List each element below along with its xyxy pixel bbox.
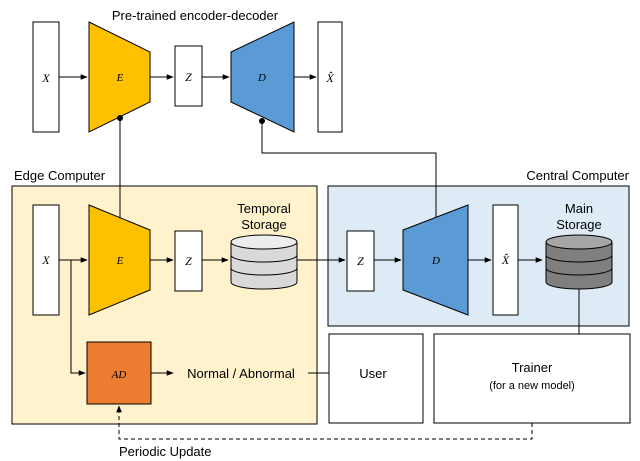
central-decoder-label: D	[431, 255, 440, 267]
central-computer-label: Central Computer	[526, 168, 629, 183]
top-output-xhat: X̂	[317, 21, 343, 133]
top-encoder: E	[88, 21, 151, 133]
temporal-storage-label-2: Storage	[241, 217, 287, 232]
top-encoder-shape	[88, 21, 151, 133]
trainer-sublabel: (for a new model)	[489, 380, 575, 392]
user-label: User	[359, 366, 387, 381]
normal-abnormal-label: Normal / Abnormal	[187, 366, 295, 381]
central-output-xhat-label: X̂	[501, 253, 510, 267]
trainer-label: Trainer	[512, 360, 553, 375]
top-decoder-label: D	[257, 72, 266, 84]
periodic-update-label: Periodic Update	[119, 444, 212, 459]
trainer-box	[433, 333, 631, 424]
periodic-update-arrow	[116, 405, 533, 440]
top-decoder-shape	[230, 21, 295, 133]
top-encoder-label: E	[116, 72, 124, 84]
temporal-storage-label-1: Temporal	[237, 201, 291, 216]
top-latent-z: Z	[174, 45, 203, 107]
central-output-xhat: X̂	[492, 204, 519, 316]
temporal-storage-icon	[230, 234, 298, 290]
main-storage-icon	[545, 234, 613, 290]
central-decoder-shape	[402, 204, 469, 316]
link-dot-top-encoder	[117, 115, 123, 121]
top-latent-z-label: Z	[185, 70, 192, 84]
top-input-x: X	[32, 21, 60, 133]
edge-encoder-shape	[88, 204, 151, 316]
user-box	[328, 333, 424, 424]
edge-computer-region	[11, 185, 318, 425]
main-storage-label-2: Storage	[556, 217, 602, 232]
top-output-xhat-label: X̂	[325, 71, 334, 85]
central-latent-z-label: Z	[357, 254, 364, 268]
edge-input-x: X	[32, 204, 60, 316]
pretrained-title: Pre-trained encoder-decoder	[112, 8, 279, 23]
main-storage-label-1: Main	[565, 201, 593, 216]
edge-encoder: E	[88, 204, 151, 316]
anomaly-detector: AD	[86, 341, 152, 405]
link-top-decoder-central-decoder	[261, 121, 437, 220]
top-decoder: D	[230, 21, 295, 133]
central-latent-z: Z	[346, 230, 375, 292]
central-decoder: D	[402, 204, 469, 316]
top-input-x-label: X	[41, 71, 50, 85]
edge-encoder-label: E	[116, 255, 124, 267]
edge-latent-z: Z	[174, 230, 203, 292]
edge-arrow-x-ad	[70, 260, 86, 376]
link-dot-top-decoder	[259, 118, 265, 124]
anomaly-detector-label: AD	[111, 369, 127, 381]
edge-computer-label: Edge Computer	[14, 168, 106, 183]
edge-input-x-label: X	[41, 253, 50, 267]
edge-latent-z-label: Z	[185, 254, 192, 268]
